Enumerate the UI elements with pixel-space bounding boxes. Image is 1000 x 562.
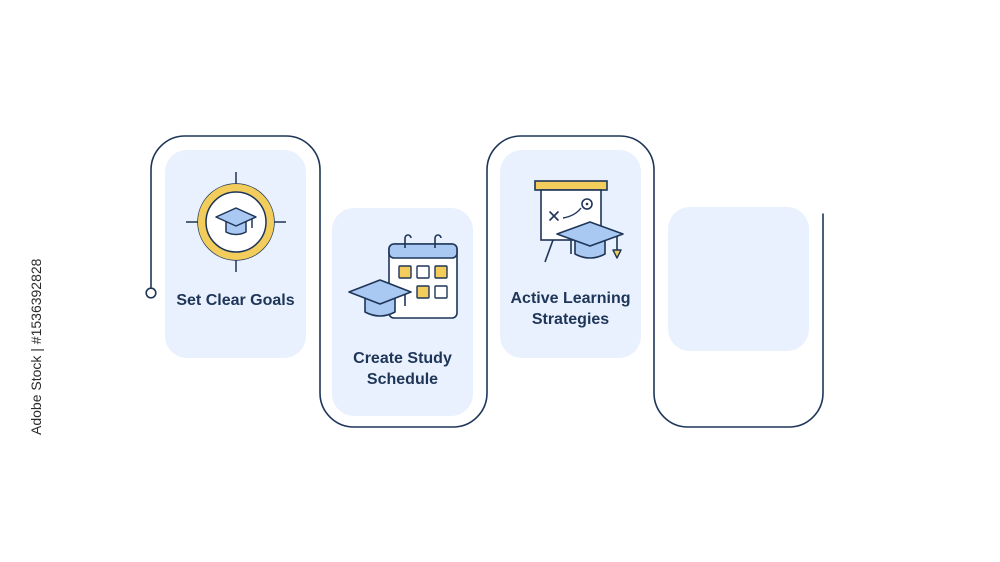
step-card-set-clear-goals: Set Clear Goals bbox=[165, 150, 306, 358]
connector-start-dot bbox=[145, 287, 157, 299]
step-label: Create Study Schedule bbox=[353, 350, 452, 388]
step-label: Set Clear Goals bbox=[176, 292, 295, 309]
stock-watermark: Adobe Stock | #1536392828 bbox=[28, 258, 44, 435]
step-label: Active Learning Strategies bbox=[510, 290, 631, 328]
presentation-board-cap-icon bbox=[500, 178, 641, 270]
graduation-target-icon bbox=[165, 172, 306, 272]
step-card-create-study-schedule: Create Study Schedule bbox=[332, 208, 473, 416]
step-card-empty bbox=[668, 207, 809, 351]
calendar-graduation-cap-icon bbox=[332, 234, 473, 330]
step-card-active-learning-strategies: Active Learning Strategies bbox=[500, 150, 641, 358]
